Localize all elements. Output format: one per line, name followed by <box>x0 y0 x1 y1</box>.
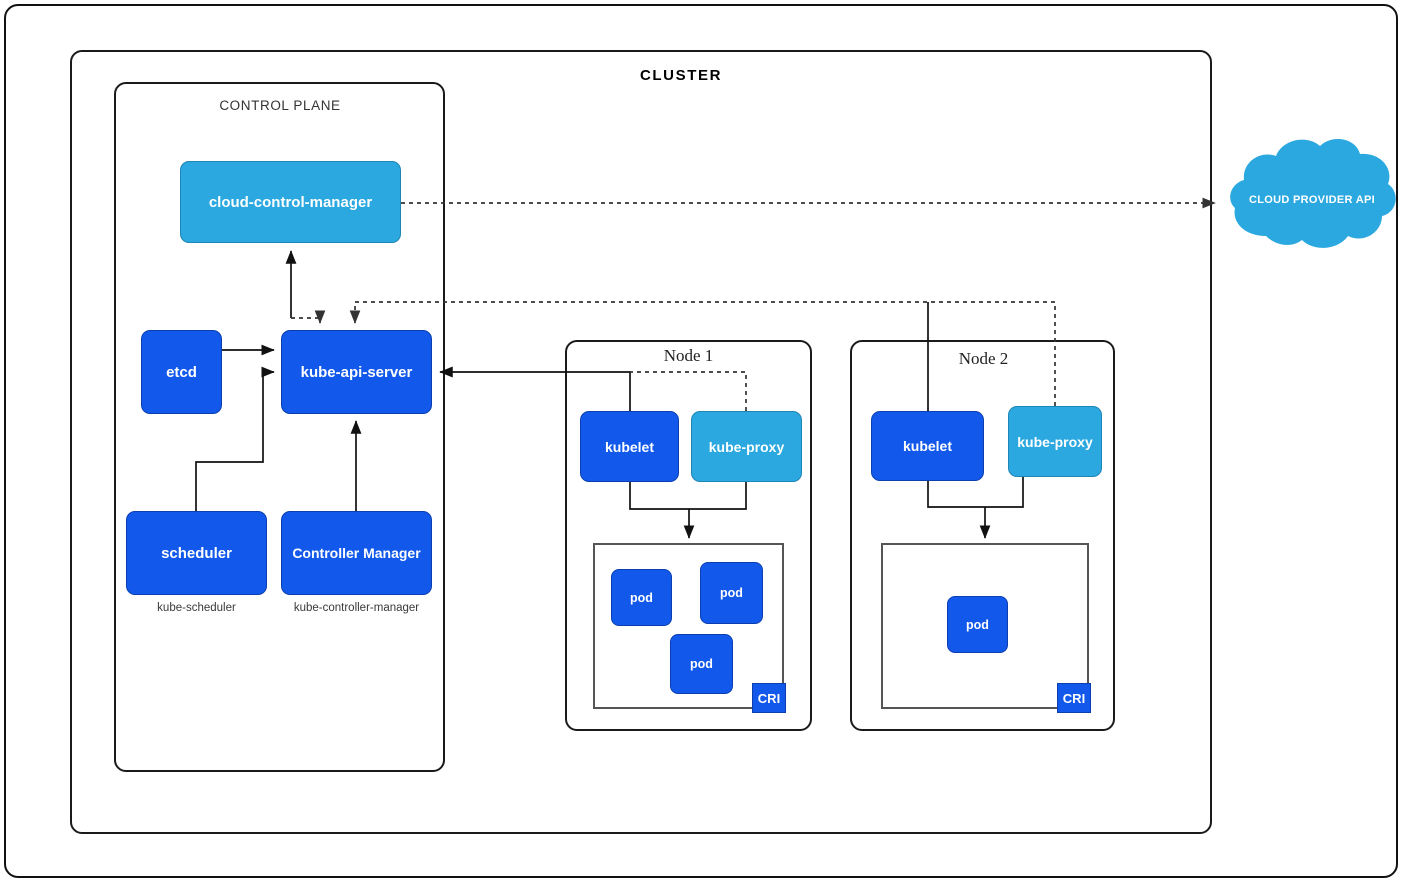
controller-manager-sublabel: kube-controller-manager <box>293 602 420 614</box>
node-1-title: Node 1 <box>663 346 714 365</box>
controller-manager-box[interactable]: Controller Manager <box>281 511 432 595</box>
node-2-cri-badge: CRI <box>1057 683 1091 713</box>
etcd-label: etcd <box>166 363 197 381</box>
node-2-kube-proxy-label: kube-proxy <box>1017 433 1093 450</box>
node-1-cri-container <box>593 543 784 709</box>
node-1-kubelet-box[interactable]: kubelet <box>580 411 679 482</box>
cloud-shape-icon <box>1230 139 1396 248</box>
cloud-control-manager-box[interactable]: cloud-control-manager <box>180 161 401 243</box>
scheduler-sublabel: kube-scheduler <box>157 602 236 614</box>
node-2-pod-1[interactable]: pod <box>947 596 1008 653</box>
cluster-title: CLUSTER <box>639 67 723 84</box>
node-1-cri-label: CRI <box>757 690 781 706</box>
node-1-pod-3[interactable]: pod <box>670 634 733 694</box>
node-1-kube-proxy-box[interactable]: kube-proxy <box>691 411 802 482</box>
control-plane-title: CONTROL PLANE <box>219 98 341 113</box>
node-2-title: Node 2 <box>958 349 1009 368</box>
kube-api-server-label: kube-api-server <box>300 363 413 381</box>
node-1-pod-2-label: pod <box>720 586 743 600</box>
cloud-provider-api-label: CLOUD PROVIDER API <box>1248 194 1375 206</box>
node-1-cri-badge: CRI <box>752 683 786 713</box>
node-1-kubelet-label: kubelet <box>604 438 654 455</box>
node-1-pod-1-label: pod <box>630 590 653 605</box>
diagram-border <box>4 4 1398 878</box>
node-2-cri-label: CRI <box>1062 690 1086 706</box>
node-1-pod-3-label: pod <box>690 657 713 671</box>
etcd-box[interactable]: etcd <box>141 330 222 414</box>
scheduler-label: scheduler <box>161 544 232 562</box>
controller-manager-label: Controller Manager <box>292 545 421 561</box>
scheduler-box[interactable]: scheduler <box>126 511 267 595</box>
node-2-pod-1-label: pod <box>966 617 989 632</box>
node-2-kubelet-label: kubelet <box>902 438 952 454</box>
node-2-cri-container <box>881 543 1089 709</box>
node-1-pod-1[interactable]: pod <box>611 569 672 626</box>
node-2-kube-proxy-box[interactable]: kube-proxy <box>1008 406 1102 477</box>
kube-api-server-box[interactable]: kube-api-server <box>281 330 432 414</box>
node-2-kubelet-box[interactable]: kubelet <box>871 411 984 481</box>
cluster-container <box>70 50 1212 834</box>
node-1-pod-2[interactable]: pod <box>700 562 763 624</box>
cloud-control-manager-label: cloud-control-manager <box>208 193 373 211</box>
cloud-provider-api[interactable]: CLOUD PROVIDER API <box>1222 128 1402 270</box>
node-1-kube-proxy-label: kube-proxy <box>708 438 785 455</box>
control-plane-container <box>114 82 445 772</box>
